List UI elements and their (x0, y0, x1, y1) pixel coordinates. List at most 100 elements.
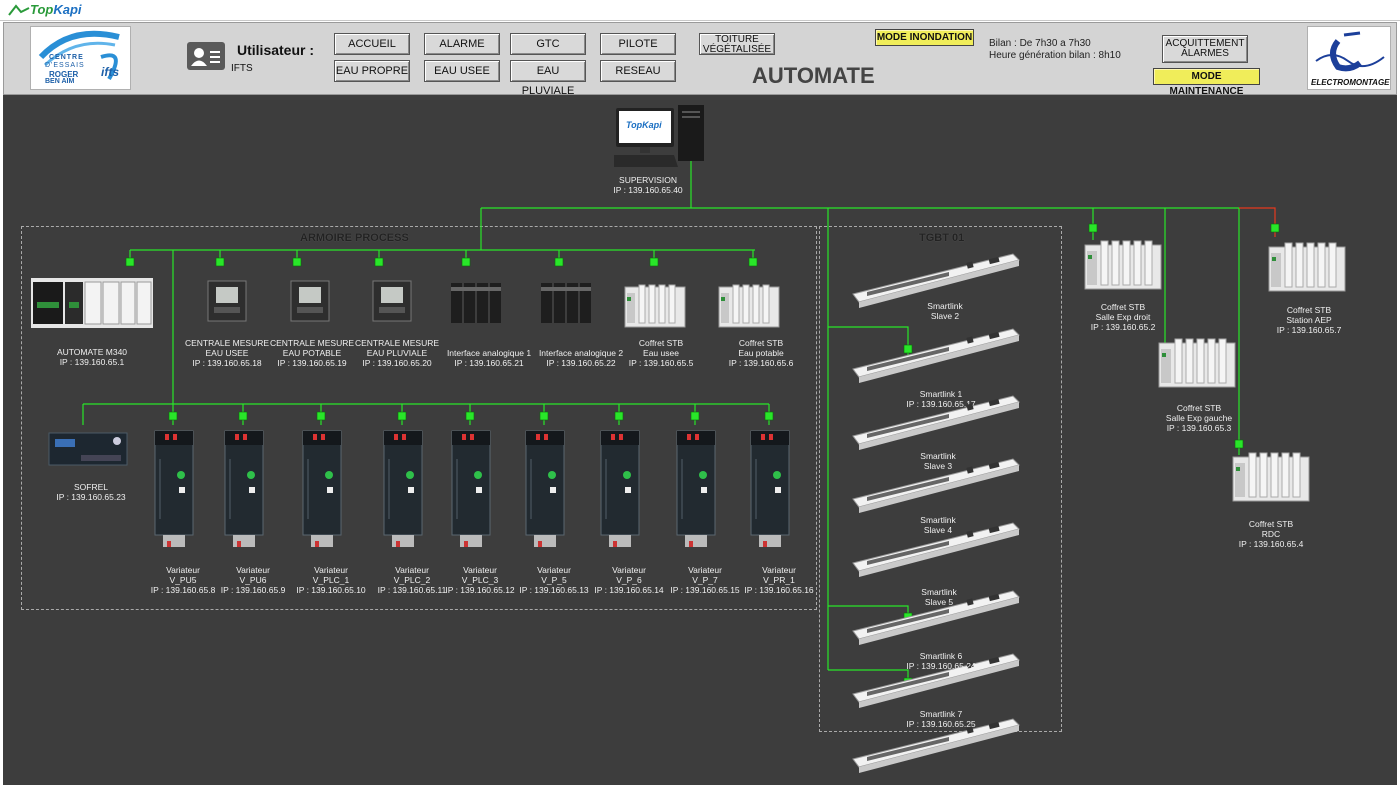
centrale-mesure-eau-usee-device[interactable] (206, 277, 248, 323)
cm-potable-l2: EAU POTABLE (282, 348, 342, 358)
variateur-l2: V_PLC_2 (393, 575, 431, 585)
pilote-button[interactable]: PILOTE (600, 33, 676, 55)
toiture-label-1: TOITURE (715, 34, 759, 45)
coffret-stb-rdc-device[interactable] (1231, 447, 1311, 505)
cm-usee-l2: EAU USEE (205, 348, 249, 358)
bilan-text: Bilan : De 7h30 a 7h30 (989, 38, 1091, 49)
ifts-logo-line-4: BEN AÏM (45, 78, 75, 85)
smartlink-device[interactable] (849, 392, 1021, 452)
automate-m340-label: AUTOMATE M340 IP : 139.160.65.1 (57, 347, 127, 367)
variateur-l2: V_PLC_3 (461, 575, 499, 585)
sofrel-ip: IP : 139.160.65.23 (56, 492, 126, 502)
gtc-button[interactable]: GTC (510, 33, 586, 55)
variateur-device[interactable] (448, 429, 494, 553)
ifts-logo: CENTRE D'ESSAIS ROGER BEN AÏM ifts (30, 26, 131, 90)
variateur-device[interactable] (597, 429, 643, 553)
variateur-device[interactable] (299, 429, 345, 553)
ifts-logo-line-1: CENTRE (49, 54, 84, 61)
supervision-label: SUPERVISION IP : 139.160.65.40 (613, 175, 682, 195)
centrale-mesure-eau-pluviale-device[interactable] (371, 277, 413, 323)
mode-inondation-button[interactable]: MODE INONDATION (875, 29, 974, 46)
electromontage-logo: ELECTROMONTAGE (1307, 26, 1391, 90)
variateur-l1: Variateur (236, 565, 270, 575)
ifts-logo-line-3: ROGER (49, 70, 79, 79)
coffret-stb-salle-exp-droit-device[interactable] (1083, 235, 1163, 293)
ia2-name: Interface analogique 2 (538, 348, 624, 358)
smartlink-l2: Slave 4 (923, 525, 953, 535)
eau-pluviale-button[interactable]: EAU PLUVIALE (510, 60, 586, 97)
toiture-label-2: VÉGÉTALISÉE (702, 44, 772, 55)
supervision-name: SUPERVISION (619, 175, 677, 185)
variateur-l2: V_P_5 (541, 575, 567, 585)
supervision-computer[interactable]: TopKapi (612, 105, 706, 171)
coffret-stb-salle-exp-gauche-device[interactable] (1157, 333, 1237, 391)
ia2-ip: IP : 139.160.65.22 (546, 358, 616, 368)
stb-rdc-l1: Coffret STB (1248, 519, 1294, 529)
sofrel-device[interactable] (47, 429, 129, 469)
variateur-ip: IP : 139.160.65.11 (377, 585, 447, 595)
stb-droit-l1: Coffret STB (1100, 302, 1146, 312)
interface-analogique-1-device[interactable] (449, 277, 505, 327)
variateur-l1: Variateur (612, 565, 646, 575)
smartlink-device[interactable] (849, 587, 1021, 647)
coffret-stb-eau-usee-device[interactable] (623, 279, 687, 331)
interface-analogique-2-device[interactable] (539, 277, 595, 327)
smartlink-device[interactable] (849, 519, 1021, 579)
app-name-part-1: Top (30, 2, 54, 17)
coffret-stb-station-aep-device[interactable] (1267, 237, 1347, 295)
centrale-mesure-eau-potable-device[interactable] (289, 277, 331, 323)
smartlink-l1: Smartlink 7 (919, 709, 963, 719)
variateur-device[interactable] (673, 429, 719, 553)
stb-droit-l2: Salle Exp droit (1095, 312, 1151, 322)
variateur-l1: Variateur (314, 565, 348, 575)
smartlink-device[interactable] (849, 325, 1021, 385)
ia1-name: Interface analogique 1 (446, 348, 532, 358)
armoire-process-title: ARMOIRE PROCESS (300, 232, 409, 244)
acquittement-alarmes-button[interactable]: ACQUITTEMENT ALARMES (1162, 35, 1248, 63)
smartlink-l2: IP : 139.160.65.24 (906, 661, 976, 671)
automate-m340-ip: IP : 139.160.65.1 (59, 357, 125, 367)
smartlink-device[interactable] (849, 250, 1021, 310)
variateur-device[interactable] (151, 429, 197, 553)
variateur-device[interactable] (522, 429, 568, 553)
smartlink-device[interactable] (849, 650, 1021, 710)
cm-usee-ip: IP : 139.160.65.18 (192, 358, 262, 368)
variateur-device[interactable] (221, 429, 267, 553)
coffret-stb-eau-potable-device[interactable] (717, 279, 781, 331)
stb-aep-l1: Coffret STB (1286, 305, 1332, 315)
automate-m340-device[interactable] (31, 278, 153, 328)
smartlink-device[interactable] (849, 455, 1021, 515)
stb-aep-ip: IP : 139.160.65.7 (1276, 325, 1342, 335)
cm-potable-ip: IP : 139.160.65.19 (277, 358, 347, 368)
cm-potable-l1: CENTRALE MESURE (269, 338, 355, 348)
mode-maintenance-button[interactable]: MODE MAINTENANCE (1153, 68, 1260, 97)
reseau-button[interactable]: RESEAU (600, 60, 676, 82)
accueil-button[interactable]: ACCUEIL (334, 33, 410, 55)
variateur-l1: Variateur (166, 565, 200, 575)
smartlink-device[interactable] (849, 715, 1021, 775)
variateur-ip: IP : 139.160.65.8 (150, 585, 216, 595)
variateur-l2: V_PU5 (169, 575, 197, 585)
eau-propre-button[interactable]: EAU PROPRE (334, 60, 410, 82)
sofrel-name: SOFREL (73, 482, 109, 492)
eau-usee-button[interactable]: EAU USEE (424, 60, 500, 82)
variateur-l1: Variateur (688, 565, 722, 575)
variateur-device[interactable] (747, 429, 793, 553)
toiture-vegetalisee-button[interactable]: TOITURE VÉGÉTALISÉE (699, 33, 775, 55)
stb-rdc-l2: RDC (1261, 529, 1281, 539)
variateur-ip: IP : 139.160.65.9 (220, 585, 286, 595)
alarme-button[interactable]: ALARME (424, 33, 500, 55)
variateur-device[interactable] (380, 429, 426, 553)
variateur-l2: V_PLC_1 (312, 575, 350, 585)
smartlink-l1: Smartlink (921, 587, 957, 597)
